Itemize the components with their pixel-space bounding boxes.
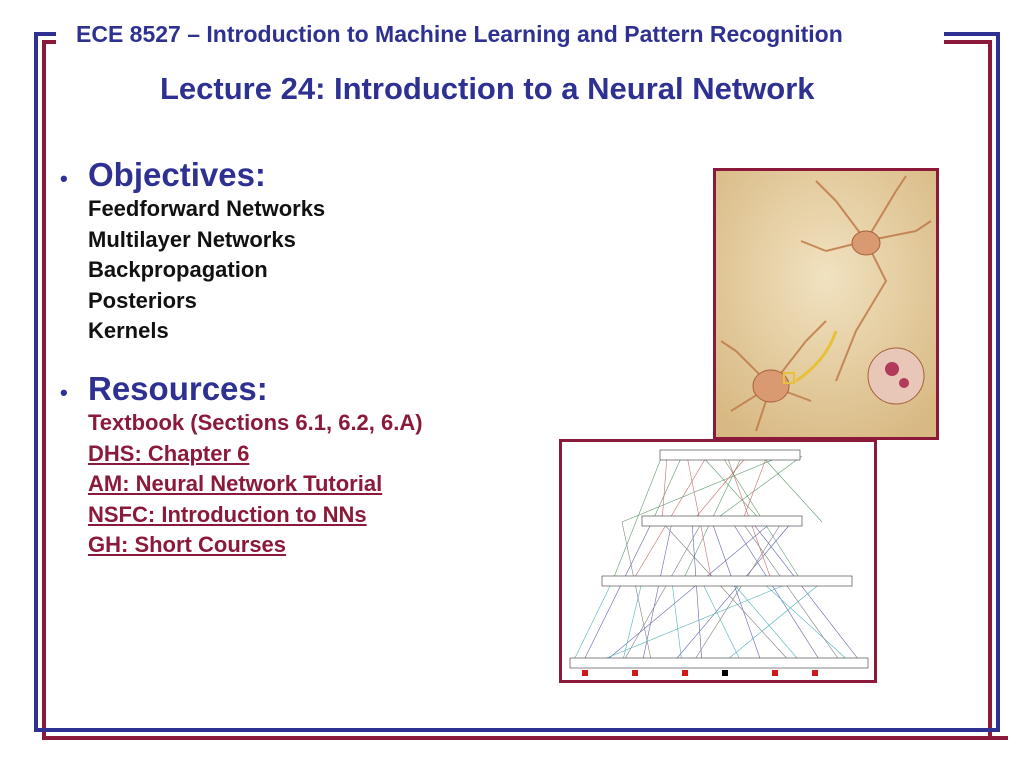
objective-item: Multilayer Networks	[88, 226, 296, 252]
objectives-section: • Objectives: Feedforward Networks Multi…	[60, 156, 520, 347]
frame-top-left-red	[42, 40, 56, 44]
link-dhs-chapter[interactable]: DHS: Chapter 6	[88, 440, 250, 466]
bullet: •	[60, 166, 68, 191]
frame-top-right-blue	[944, 32, 1000, 36]
objective-item: Feedforward Networks	[88, 196, 326, 221]
frame-top-right-red	[944, 40, 992, 44]
frame-bottom-blue	[34, 728, 1000, 732]
frame-right-red	[988, 40, 992, 736]
frame-left-red	[42, 40, 46, 740]
neuron-drawing	[716, 171, 936, 437]
frame-bottom-red	[42, 736, 1008, 740]
link-am-tutorial[interactable]: AM: Neural Network Tutorial	[88, 471, 383, 497]
link-nsfc-intro[interactable]: NSFC: Introduction to NNs	[88, 501, 367, 527]
objective-item: Posteriors	[88, 287, 197, 313]
course-title: ECE 8527 – Introduction to Machine Learn…	[72, 18, 940, 50]
link-gh-courses[interactable]: GH: Short Courses	[88, 532, 287, 558]
objective-item: Kernels	[88, 318, 169, 344]
lecture-title: Lecture 24: Introduction to a Neural Net…	[160, 71, 815, 106]
network-drawing	[569, 449, 869, 676]
multilayer-network-diagram	[559, 439, 877, 683]
objective-item: Backpropagation	[88, 257, 268, 283]
neuron-illustration	[713, 168, 939, 440]
frame-right-blue	[996, 32, 1000, 732]
textbook-reference: Textbook (Sections 6.1, 6.2, 6.A)	[88, 410, 423, 435]
frame-top-left-blue	[34, 32, 56, 36]
bullet: •	[60, 380, 68, 405]
resources-heading: Resources:	[88, 370, 268, 407]
resources-section: • Resources: Textbook (Sections 6.1, 6.2…	[60, 370, 520, 561]
frame-left-blue	[34, 32, 38, 732]
objectives-heading: Objectives:	[88, 156, 266, 193]
